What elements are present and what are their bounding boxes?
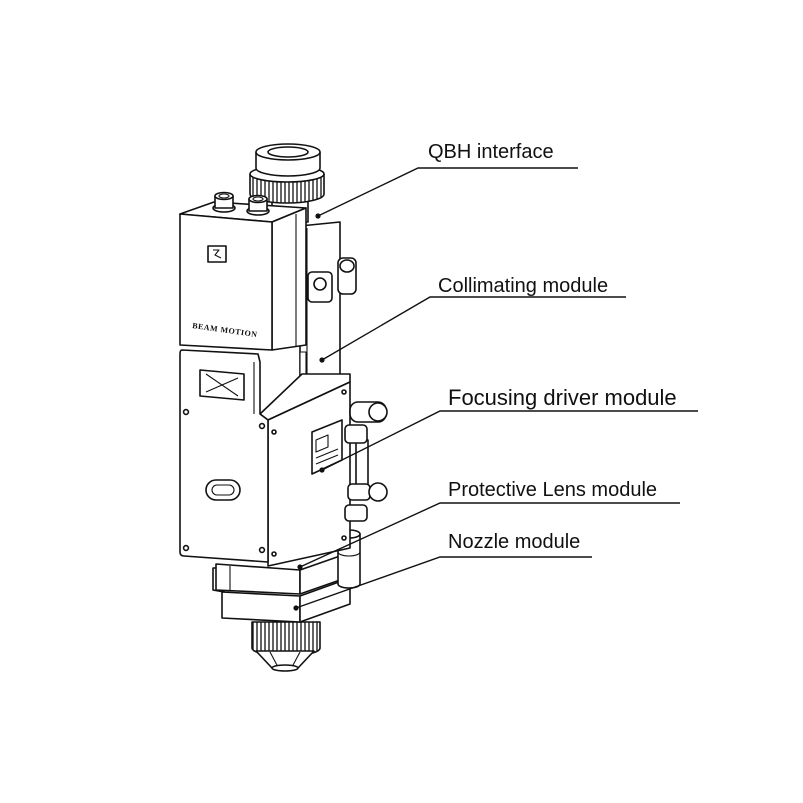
lower-fitting-cap [368,482,388,502]
qbh-interface [249,143,325,204]
label-plate-line [315,454,339,465]
upper-control-box: BEAM MOTION [179,201,321,351]
leader-line [299,502,680,568]
callout-qbh: QBH interface [317,141,578,217]
x-window-cross [205,377,239,393]
label-nozzle-module: Nozzle module [448,531,580,553]
screw [341,535,347,541]
upper-box-side [271,207,307,351]
nozzle-cone-line [269,651,279,668]
x-window [199,369,245,401]
label-focusing-driver-module: Focusing driver module [448,385,677,410]
nozzle [251,621,321,672]
column-right-fitting-cap [339,259,355,273]
label-protective-lens-module: Protective Lens module [448,479,657,501]
top-connector-left [212,191,236,213]
nozzle-block-front [221,591,301,623]
screw [182,544,190,552]
laser-cutting-head: BEAM MOTION [179,143,388,672]
qbh-cap-inner [267,146,309,158]
screw [258,422,266,430]
panel-symbol-mark [213,249,222,259]
column-left-fitting-cap [313,277,327,291]
label-collimating-module: Collimating module [438,275,608,297]
panel-symbol-icon [207,245,227,263]
lower-body-front [179,349,269,563]
upper-fitting-nut [344,424,368,444]
nozzle-cone-line [291,651,301,668]
screw [271,551,277,557]
callout-focusing: Focusing driver module [321,385,698,471]
top-connector-right [246,194,270,216]
collimating-column [299,221,357,393]
label-plate-line [315,448,339,459]
screw [258,546,266,554]
callouts: QBH interface Collimating module Focusin… [295,141,698,609]
callout-nozzle: Nozzle module [295,531,592,609]
callout-collimating: Collimating module [321,275,626,361]
upper-box-front [179,213,273,351]
nozzle-tip [271,664,299,672]
upper-fitting-cap [368,402,388,422]
access-slot-inner [211,484,235,496]
callout-protective: Protective Lens module [299,479,680,568]
coolant-connector-ring [337,551,361,557]
connector-pin [218,193,230,199]
screw [271,429,277,435]
lower-fitting-nut [347,483,371,501]
leader-line [295,556,592,609]
label-plate-box [315,434,329,453]
screw [182,408,190,416]
nozzle-block-side [299,577,351,623]
label-qbh-interface: QBH interface [428,141,554,163]
protective-block-front [215,563,301,595]
screw [341,389,347,395]
lower-fitting-body [344,504,368,522]
leader-line [317,167,578,217]
leader-line [321,410,698,471]
connector-pin [252,196,264,202]
leader-line [321,296,626,361]
